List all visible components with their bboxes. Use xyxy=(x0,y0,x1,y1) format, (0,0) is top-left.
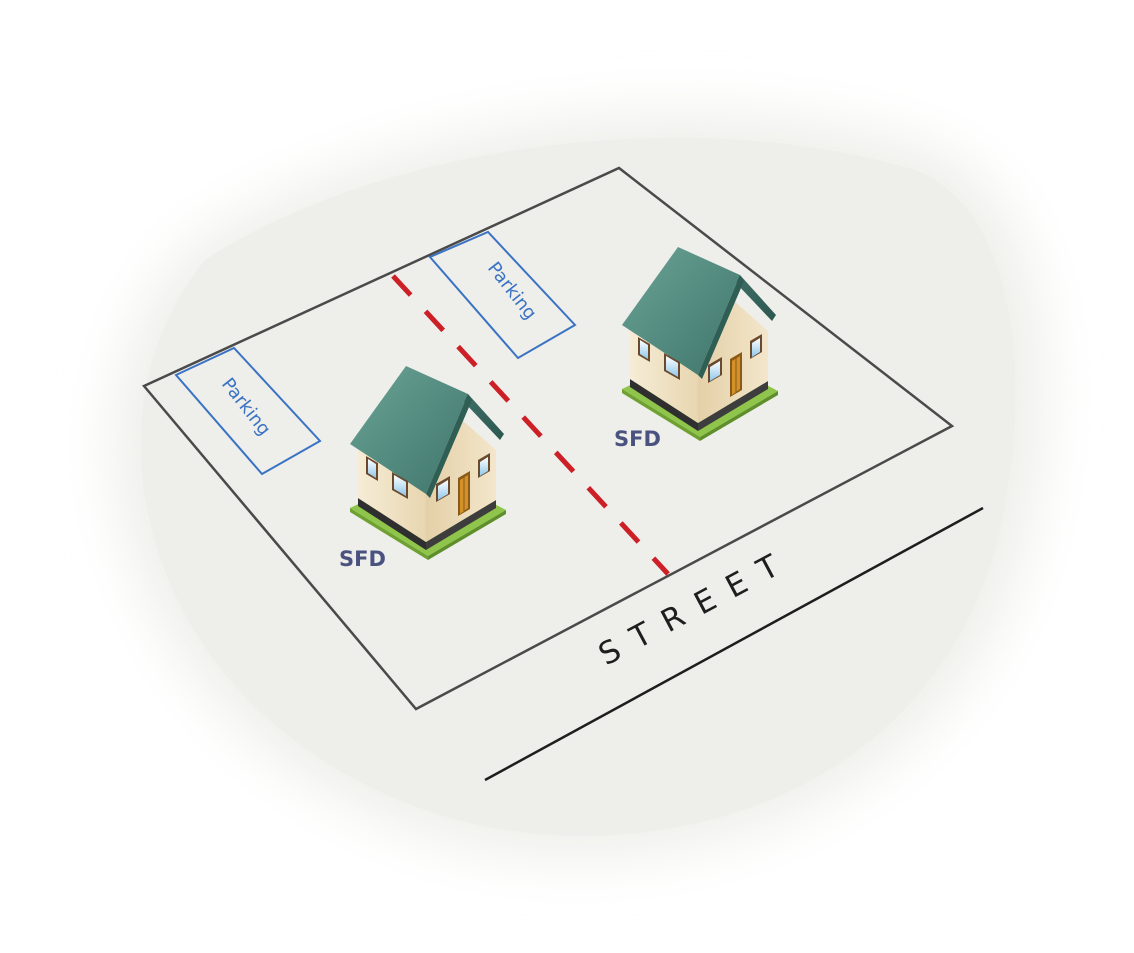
parking-stall-left xyxy=(174,346,322,476)
street-edge-line xyxy=(484,506,984,782)
lot-boundary xyxy=(141,166,955,711)
parking-stall-right xyxy=(428,230,577,360)
lot-split-line xyxy=(391,274,670,576)
sfd-label-left: SFD xyxy=(339,547,386,571)
sfd-label-right: SFD xyxy=(614,427,661,451)
